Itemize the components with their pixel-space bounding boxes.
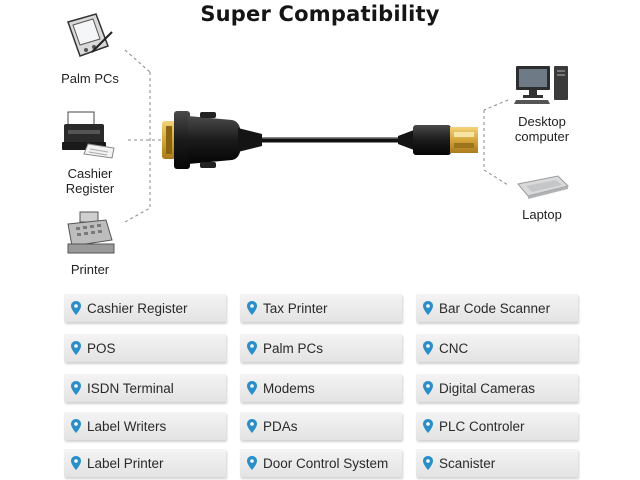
list-item-label: Bar Code Scanner (439, 300, 551, 316)
list-item: Cashier Register (64, 294, 226, 322)
location-pin-icon (71, 419, 81, 433)
list-item: Label Printer (64, 449, 226, 477)
location-pin-icon (423, 419, 433, 433)
location-pin-icon (423, 301, 433, 315)
device-label-printer: Printer (70, 262, 110, 277)
location-pin-icon (423, 456, 433, 470)
list-item-label: Palm PCs (263, 340, 324, 356)
list-item: PDAs (240, 412, 402, 440)
list-item-label: ISDN Terminal (87, 380, 174, 396)
location-pin-icon (71, 381, 81, 395)
list-item: Digital Cameras (416, 374, 578, 402)
location-pin-icon (423, 341, 433, 355)
list-item-label: Scanister (439, 455, 496, 471)
location-pin-icon (71, 301, 81, 315)
list-item: Palm PCs (240, 334, 402, 362)
device-label-desktop-computer: Desktop computer (514, 114, 570, 144)
list-item-label: Tax Printer (263, 300, 328, 316)
location-pin-icon (247, 341, 257, 355)
device-label-cashier-register: Cashier Register (65, 166, 115, 196)
list-item-label: POS (87, 340, 116, 356)
receipt-printer-icon (62, 111, 115, 159)
laptop-icon (517, 175, 569, 199)
list-item: PLC Controler (416, 412, 578, 440)
list-item: Label Writers (64, 412, 226, 440)
list-item: CNC (416, 334, 578, 362)
location-pin-icon (247, 419, 257, 433)
compatibility-list: Cashier Register Tax Printer Bar Code Sc… (64, 294, 578, 478)
cable-diagram (124, 49, 509, 223)
list-item-label: PLC Controler (439, 418, 525, 434)
list-item-label: Label Writers (87, 418, 167, 434)
db9-connector (162, 111, 262, 169)
palm-pc-icon (67, 13, 113, 57)
page-title: Super Compatibility (200, 2, 440, 26)
list-item-label: Cashier Register (87, 300, 188, 316)
cash-register-icon (67, 211, 115, 254)
location-pin-icon (423, 381, 433, 395)
usb-connector (398, 125, 478, 155)
right-dashed-connector (483, 99, 509, 186)
list-item-label: PDAs (263, 418, 298, 434)
list-item: Door Control System (240, 449, 402, 477)
location-pin-icon (71, 341, 81, 355)
device-label-palm-pcs: Palm PCs (61, 71, 119, 86)
desktop-computer-icon (514, 66, 568, 104)
list-item: Modems (240, 374, 402, 402)
list-item-label: Modems (263, 380, 315, 396)
list-item: ISDN Terminal (64, 374, 226, 402)
location-pin-icon (247, 301, 257, 315)
list-item-label: Digital Cameras (439, 380, 536, 396)
list-item: Tax Printer (240, 294, 402, 322)
location-pin-icon (247, 456, 257, 470)
list-item-label: CNC (439, 340, 469, 356)
device-label-laptop: Laptop (522, 207, 562, 222)
location-pin-icon (71, 456, 81, 470)
list-item: Bar Code Scanner (416, 294, 578, 322)
location-pin-icon (247, 381, 257, 395)
list-item: Scanister (416, 449, 578, 477)
left-dashed-connector (124, 49, 162, 223)
list-item-label: Door Control System (263, 455, 389, 471)
list-item-label: Label Printer (87, 455, 164, 471)
list-item: POS (64, 334, 226, 362)
